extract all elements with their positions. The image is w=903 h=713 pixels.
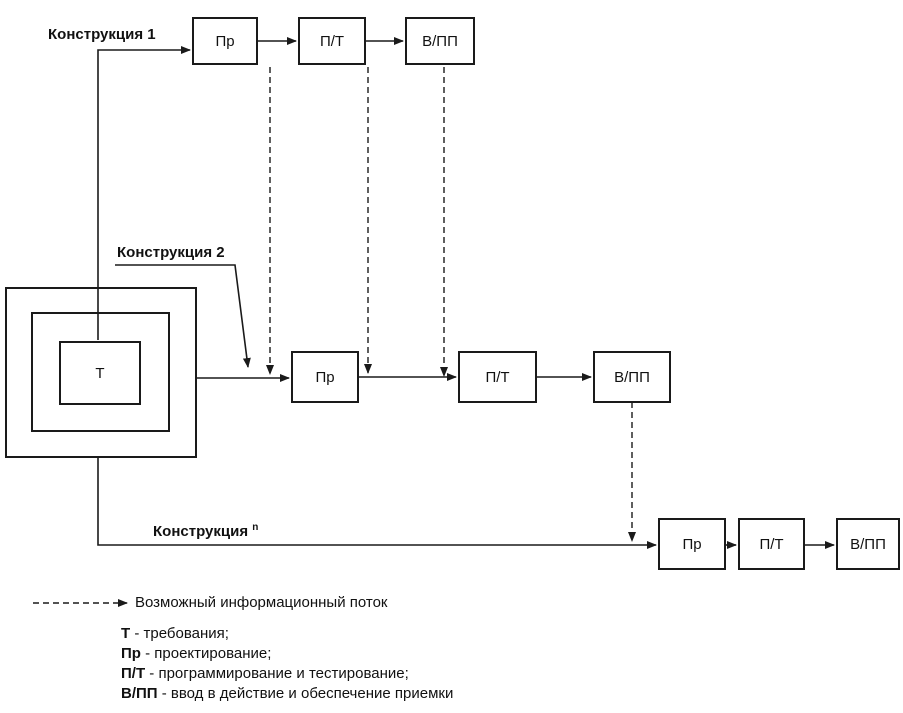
construction2-leader: [115, 264, 251, 368]
requirements-box-label: Т: [95, 364, 105, 382]
legend-text-pr: - проектирование;: [140, 645, 272, 662]
legend-text-vpp: - ввод в действие и обеспечение приемки: [157, 685, 454, 702]
row1-vpp-box: В/ПП: [405, 17, 475, 65]
row1-pt-label: П/Т: [319, 32, 345, 50]
construction-n-word: Конструкция: [153, 523, 249, 540]
construction1-flow-line: [97, 46, 191, 340]
construction1-label: Конструкция 1: [48, 26, 156, 43]
legend-key-pr: Пр: [121, 645, 141, 662]
row1-pr-label: Пр: [215, 32, 235, 50]
row3-pt-label: П/Т: [759, 535, 784, 553]
row2-vpp-label: В/ПП: [614, 368, 650, 386]
row3-pr-box: Пр: [658, 518, 726, 570]
row2-vpp-box: В/ПП: [593, 351, 671, 403]
row1-pr-box: Пр: [192, 17, 258, 65]
legend-item-pt: П/Т - программирование и тестирование;: [121, 665, 409, 682]
legend-item-vpp: В/ПП - ввод в действие и обеспечение при…: [121, 685, 453, 702]
legend-key-vpp: В/ПП: [121, 685, 158, 702]
row2-pt-box: П/Т: [458, 351, 537, 403]
requirements-middle-frame: [31, 312, 170, 432]
legend-key-pt: П/Т: [121, 665, 146, 682]
requirements-outer-frame: [5, 287, 197, 458]
legend-item-pr: Пр - проектирование;: [121, 645, 271, 662]
legend-text-pt: - программирование и тестирование;: [145, 665, 409, 682]
legend-dashed-caption: Возможный информационный поток: [135, 594, 388, 611]
row3-vpp-label: В/ПП: [850, 535, 886, 553]
row2-pt-label: П/Т: [485, 368, 510, 386]
construction-n-label: Конструкция n: [153, 522, 258, 540]
requirements-box: Т: [59, 341, 141, 405]
legend-key-t: Т: [121, 625, 131, 642]
row1-vpp-label: В/ПП: [422, 32, 458, 50]
construction-n-flow-line: [97, 458, 657, 549]
legend-text-t: - требования;: [130, 625, 229, 642]
row3-vpp-box: В/ПП: [836, 518, 900, 570]
legend-item-t: Т - требования;: [121, 625, 229, 642]
row2-pr-box: Пр: [291, 351, 359, 403]
row1-pt-box: П/Т: [298, 17, 366, 65]
row2-pr-label: Пр: [315, 368, 335, 386]
construction2-label: Конструкция 2: [117, 244, 225, 261]
construction-n-superscript: n: [252, 522, 259, 533]
row3-pt-box: П/Т: [738, 518, 805, 570]
row3-pr-label: Пр: [682, 535, 702, 553]
